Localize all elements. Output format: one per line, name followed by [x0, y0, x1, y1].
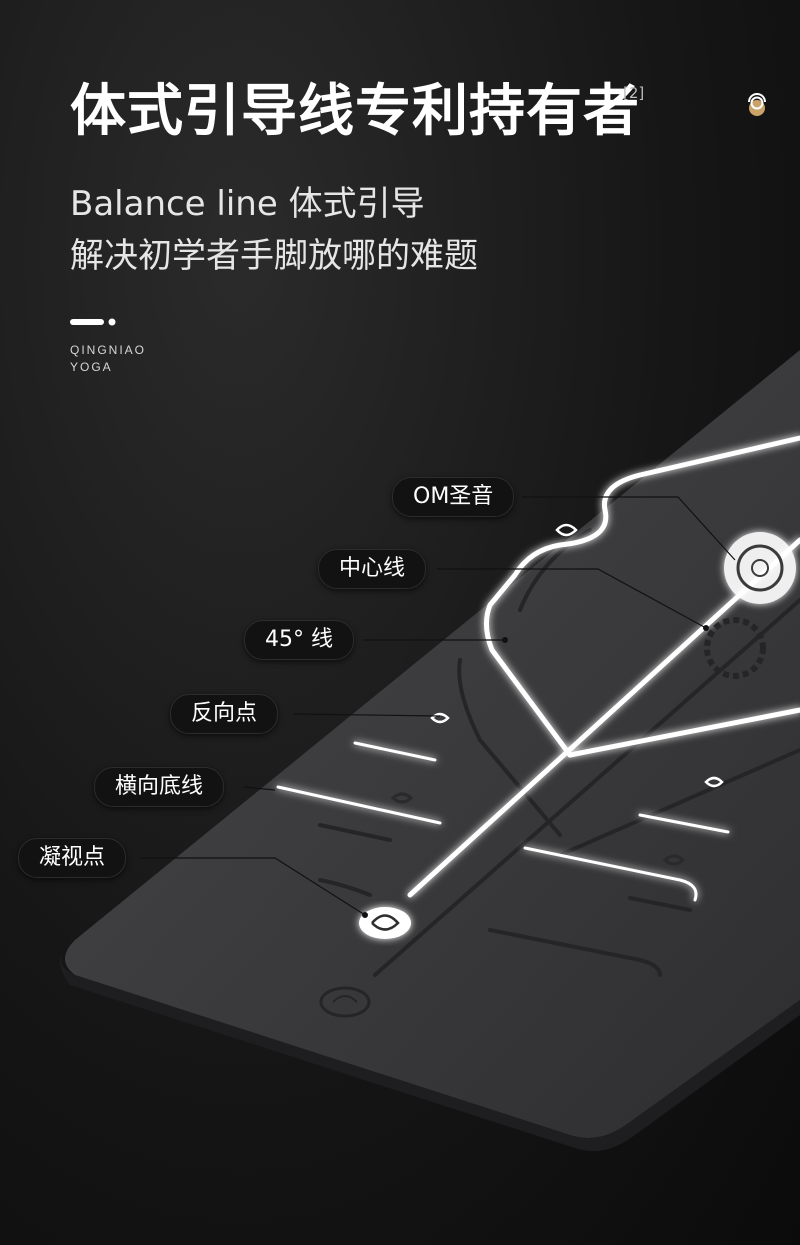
subtitle-line-1: Balance line 体式引导 — [70, 184, 425, 224]
reverse-point-icon — [430, 523, 724, 788]
callout-om: OM圣音 — [392, 477, 515, 517]
callout-center-line: 中心线 — [318, 549, 427, 589]
brand-logo-icon — [748, 93, 766, 116]
callout-45-line: 45° 线 — [244, 620, 354, 660]
callout-gaze-point: 凝视点 — [18, 838, 127, 878]
callout-reverse-point: 反向点 — [170, 694, 279, 734]
footnote-marker: [2] — [623, 84, 645, 102]
callout-base-line: 横向底线 — [94, 767, 225, 807]
om-symbol-icon — [704, 532, 796, 679]
page-title: 体式引导线专利持有者 — [70, 79, 640, 144]
callout-leader-lines — [140, 496, 736, 916]
mat-faint-lines — [318, 528, 800, 977]
glow-guide-lines — [276, 435, 800, 902]
mat-surface — [65, 350, 800, 1139]
decorative-dash — [70, 318, 116, 326]
gaze-point-icon — [319, 907, 411, 1018]
brand-subname: YOGA — [70, 360, 113, 374]
subtitle-line-2: 解决初学者手脚放哪的难题 — [70, 236, 478, 276]
brand-name: QINGNIAO — [70, 343, 147, 357]
